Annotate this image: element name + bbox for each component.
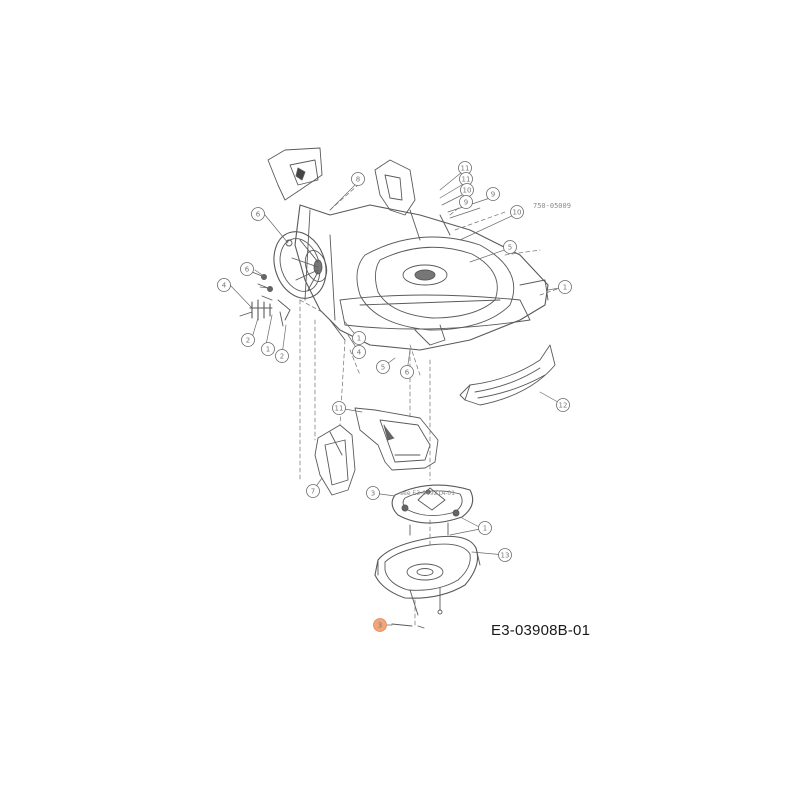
callout-number: 2 [246,337,250,345]
callout-number: 9 [464,199,468,207]
callout-21: 7 [306,484,320,498]
callout-number: 10 [463,187,472,195]
callout-number: 11 [462,176,471,184]
blade-adapter [391,484,474,536]
callout-5: 9 [459,195,473,209]
callout-circle [556,398,570,412]
callout-3: 10 [460,183,474,197]
callout-number: 6 [405,369,410,377]
callout-circle [503,240,517,254]
callout-number: 12 [559,402,568,410]
callout-11: 4 [217,278,231,292]
callout-circle [376,360,390,374]
assembly-lines [299,184,561,626]
callout-number: 1 [357,335,361,343]
handle-bracket-left [267,147,323,201]
axle-parts [239,271,291,327]
callout-number: 11 [461,165,470,173]
callout-8: 6 [251,207,265,221]
callout-number: 4 [222,282,227,290]
callout-number: 6 [245,266,250,274]
callout-number: 3 [378,622,382,630]
handle-bracket-right [374,159,416,216]
bolt-hardware [391,609,443,629]
callout-circle [486,187,500,201]
rear-guard-right [354,407,439,471]
callout-circle [510,205,524,219]
callout-number: 1 [483,525,487,533]
callout-26: 3 [373,618,387,632]
callout-circle [217,278,231,292]
callout-14: 1 [261,342,275,356]
callout-circle [400,365,414,379]
mower-deck [294,204,549,351]
callout-circle [459,195,473,209]
callout-number: 13 [501,552,510,560]
callout-25: 13 [498,548,512,562]
callout-number: 10 [513,209,522,217]
callout-circle [240,262,254,276]
callout-circle [478,521,492,535]
callout-circle [261,342,275,356]
callout-20: 6 [400,365,414,379]
callout-circle [352,331,366,345]
rear-wheel [273,231,328,299]
callout-number: 7 [311,488,315,496]
callout-15: 4 [352,345,366,359]
callout-circle [275,349,289,363]
callout-circle [251,207,265,221]
callout-18: 1 [352,331,366,345]
callout-19: 5 [376,360,390,374]
callout-number: 2 [280,353,284,361]
callout-6: 10 [510,205,524,219]
callout-circle [306,484,320,498]
callout-13: 2 [241,333,255,347]
callout-circle [373,618,387,632]
callout-17: 11 [332,401,346,415]
callout-16: 2 [275,349,289,363]
callout-number: 9 [491,191,495,199]
callout-number: 1 [563,284,567,292]
callout-number: 11 [335,405,344,413]
callout-23: 3 [366,486,380,500]
callout-10: 5 [503,240,517,254]
drawing-number: 750-05009 [533,202,571,210]
rear-guard-left [314,424,356,496]
callout-number: 5 [508,244,512,252]
callout-circle [498,548,512,562]
diagram-id-label: E3-03908B-01 [491,622,591,639]
callout-number: 1 [266,346,270,354]
callout-24: 1 [478,521,492,535]
callout-circle [352,345,366,359]
callout-22: 12 [556,398,570,412]
lower-housing [374,535,481,616]
callout-7: 8 [351,172,365,186]
callout-circle [351,172,365,186]
callout-12: 1 [558,280,572,294]
callout-circle [332,401,346,415]
callout-number: 5 [381,364,385,372]
callout-number: 3 [371,490,375,498]
sub-reference-note: see E3-04921A-01 [400,490,455,497]
callout-number: 6 [256,211,261,219]
callout-4: 9 [486,187,500,201]
callout-circle [558,280,572,294]
discharge-chute [459,344,556,406]
callout-9: 6 [240,262,254,276]
callout-2: 11 [459,172,473,186]
callout-number: 8 [356,176,360,184]
callout-circle [241,333,255,347]
callout-number: 4 [357,349,362,357]
leader-lines [229,171,566,626]
callout-circle [366,486,380,500]
